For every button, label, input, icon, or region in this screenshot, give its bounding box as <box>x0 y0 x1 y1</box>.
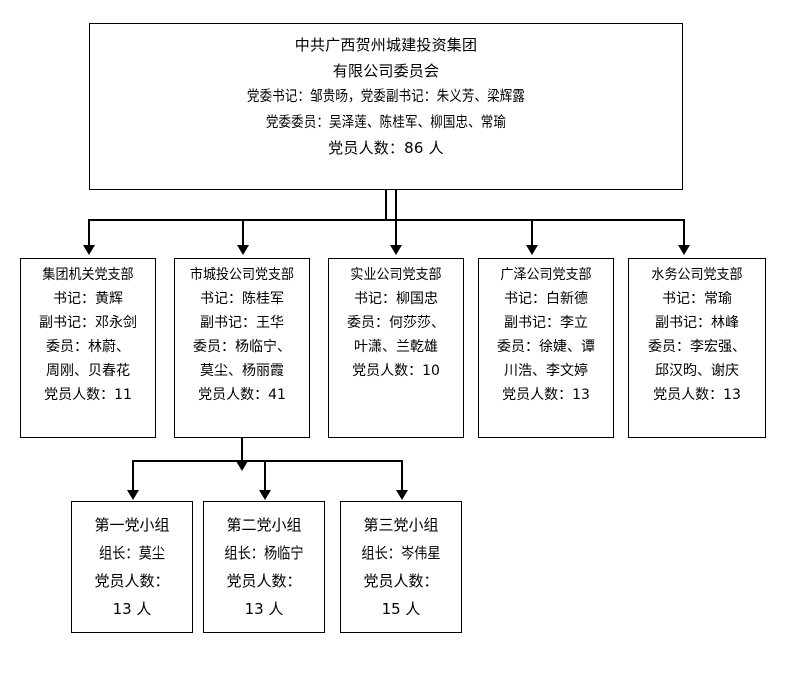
connector-level3-bus <box>132 460 402 462</box>
branch-3-line-2: 书记：白新德 <box>504 291 588 307</box>
branch-2-title: 实业公司党支部 <box>350 267 442 283</box>
org-node-city-investment-branch[interactable]: 市城投公司党支部 书记：陈桂军 副书记：王华 委员：杨临宁、 莫尘、杨丽霞 党员… <box>174 258 310 438</box>
group-0-title: 第一党小组 <box>94 516 170 534</box>
arrow-to-group-0 <box>127 490 139 500</box>
group-2-count-label: 党员人数： <box>363 572 439 590</box>
connector-to-group-1 <box>264 460 266 491</box>
branch-4-line-2: 书记：常瑜 <box>662 291 732 307</box>
branch-0-member-count: 党员人数：11 <box>44 387 132 403</box>
group-1-leader: 组长：杨临宁 <box>224 544 304 562</box>
group-0-leader: 组长：莫尘 <box>98 544 165 562</box>
connector-branch1-stem <box>241 438 243 462</box>
branch-1-line-5: 莫尘、杨丽霞 <box>200 363 284 379</box>
branch-4-line-5: 邱汉昀、谢庆 <box>655 363 739 379</box>
branch-3-member-count: 党员人数：13 <box>502 387 590 403</box>
arrow-to-branch-4 <box>678 245 690 255</box>
org-node-guangze-branch[interactable]: 广泽公司党支部 书记：白新德 副书记：李立 委员：徐婕、谭 川浩、李文婷 党员人… <box>478 258 614 438</box>
org-node-party-group-3[interactable]: 第三党小组 组长：岑伟星 党员人数： 15 人 <box>340 501 462 633</box>
branch-1-member-count: 党员人数：41 <box>198 387 286 403</box>
group-2-member-count: 15 人 <box>381 600 421 618</box>
connector-to-branch-2 <box>395 190 397 246</box>
arrow-to-group-2 <box>396 490 408 500</box>
branch-2-member-count: 党员人数：10 <box>352 363 440 379</box>
root-line-secretaries: 党委书记：邹贵旸，党委副书记：朱义芳、梁辉露 <box>246 89 526 105</box>
arrow-to-branch-3 <box>526 245 538 255</box>
branch-1-line-4: 委员：杨临宁、 <box>193 339 291 355</box>
root-line-1: 中共广西贺州城建投资集团 <box>294 36 478 54</box>
connector-root-stem <box>385 190 387 220</box>
group-1-member-count: 13 人 <box>244 600 284 618</box>
branch-1-title: 市城投公司党支部 <box>189 267 295 283</box>
arrow-to-branch-2 <box>390 245 402 255</box>
arrow-to-branch-0 <box>83 245 95 255</box>
branch-1-line-2: 书记：陈桂军 <box>200 291 284 307</box>
connector-to-branch-1 <box>242 219 244 246</box>
arrow-to-branch-1 <box>237 245 249 255</box>
branch-0-title: 集团机关党支部 <box>42 267 134 283</box>
root-line-2: 有限公司委员会 <box>332 62 440 80</box>
connector-level2-bus <box>89 219 684 221</box>
connector-to-group-2 <box>401 460 403 491</box>
org-node-party-committee[interactable]: 中共广西贺州城建投资集团 有限公司委员会 党委书记：邹贵旸，党委副书记：朱义芳、… <box>89 23 683 190</box>
arrow-to-group-1 <box>259 490 271 500</box>
branch-0-line-2: 书记：黄辉 <box>53 291 123 307</box>
branch-4-member-count: 党员人数：13 <box>653 387 741 403</box>
group-1-count-label: 党员人数： <box>226 572 302 590</box>
org-node-water-branch[interactable]: 水务公司党支部 书记：常瑜 副书记：林峰 委员：李宏强、 邱汉昀、谢庆 党员人数… <box>628 258 766 438</box>
branch-2-line-2: 书记：柳国忠 <box>354 291 438 307</box>
group-2-leader: 组长：岑伟星 <box>361 544 441 562</box>
branch-0-line-5: 周刚、贝春花 <box>46 363 130 379</box>
group-2-title: 第三党小组 <box>363 516 439 534</box>
branch-3-line-4: 委员：徐婕、谭 <box>497 339 595 355</box>
branch-2-line-3: 委员：何莎莎、 <box>347 315 445 331</box>
branch-4-line-3: 副书记：林峰 <box>655 315 739 331</box>
group-0-member-count: 13 人 <box>112 600 152 618</box>
branch-3-title: 广泽公司党支部 <box>500 267 592 283</box>
root-line-member-count: 党员人数：86 人 <box>328 139 444 157</box>
org-node-group-hq-branch[interactable]: 集团机关党支部 书记：黄辉 副书记：邓永剑 委员：林蔚、 周刚、贝春花 党员人数… <box>20 258 156 438</box>
group-1-title: 第二党小组 <box>226 516 302 534</box>
branch-3-line-5: 川浩、李文婷 <box>504 363 588 379</box>
org-node-party-group-1[interactable]: 第一党小组 组长：莫尘 党员人数： 13 人 <box>71 501 193 633</box>
branch-4-title: 水务公司党支部 <box>651 267 743 283</box>
branch-1-line-3: 副书记：王华 <box>200 315 284 331</box>
branch-4-line-4: 委员：李宏强、 <box>648 339 746 355</box>
group-0-count-label: 党员人数： <box>94 572 170 590</box>
branch-2-line-4: 叶潇、兰乾雄 <box>354 339 438 355</box>
branch-3-line-3: 副书记：李立 <box>504 315 588 331</box>
branch-0-line-3: 副书记：邓永剑 <box>39 315 137 331</box>
connector-to-group-0 <box>132 460 134 491</box>
connector-to-branch-4 <box>683 219 685 246</box>
branch-0-line-4: 委员：林蔚、 <box>46 339 130 355</box>
connector-to-branch-0 <box>88 219 90 246</box>
org-node-party-group-2[interactable]: 第二党小组 组长：杨临宁 党员人数： 13 人 <box>203 501 325 633</box>
arrow-branch1-stem <box>236 461 248 471</box>
root-line-members: 党委委员：吴泽莲、陈桂军、柳国忠、常瑜 <box>265 114 507 131</box>
org-node-industrial-branch[interactable]: 实业公司党支部 书记：柳国忠 委员：何莎莎、 叶潇、兰乾雄 党员人数：10 <box>328 258 464 438</box>
connector-to-branch-3 <box>531 219 533 246</box>
